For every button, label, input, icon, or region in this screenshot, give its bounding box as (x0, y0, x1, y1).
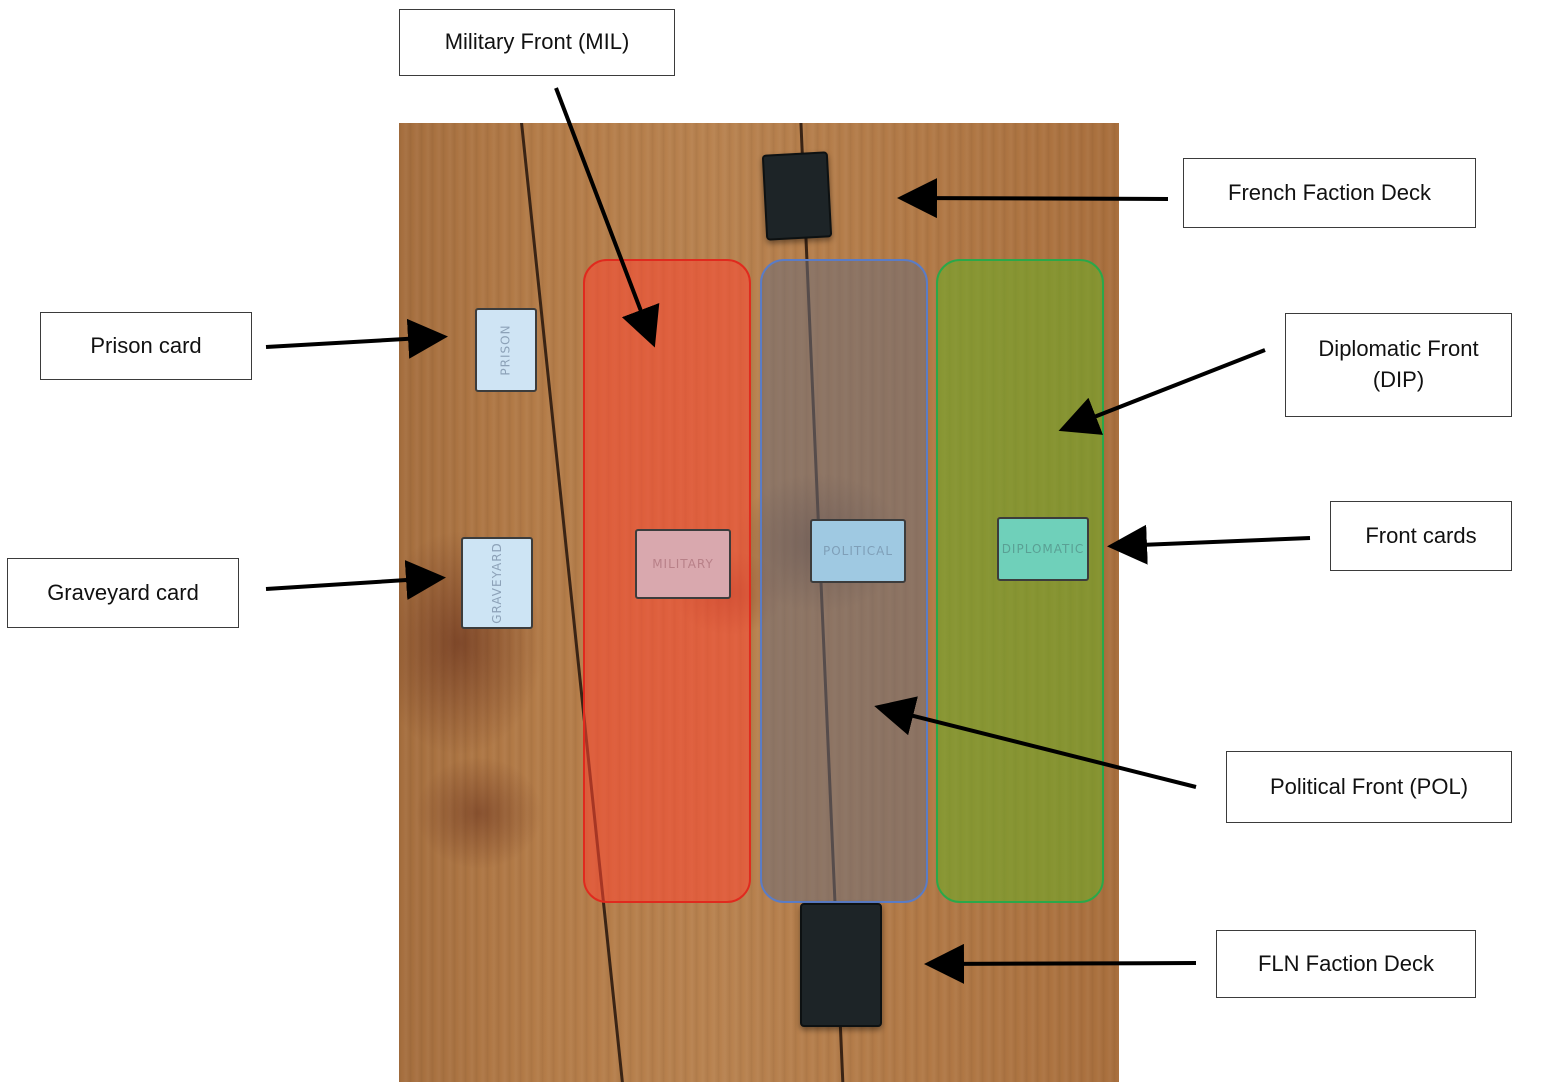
french-deck-arrow (905, 198, 1168, 199)
diplomatic-front-arrow (1066, 350, 1265, 428)
prison-card-arrow (266, 337, 440, 347)
fln-deck-arrow (932, 963, 1196, 964)
political-front-arrow (882, 708, 1196, 787)
front-cards-arrow (1115, 538, 1310, 546)
graveyard-card-arrow (266, 578, 438, 589)
military-front-arrow (556, 88, 652, 340)
